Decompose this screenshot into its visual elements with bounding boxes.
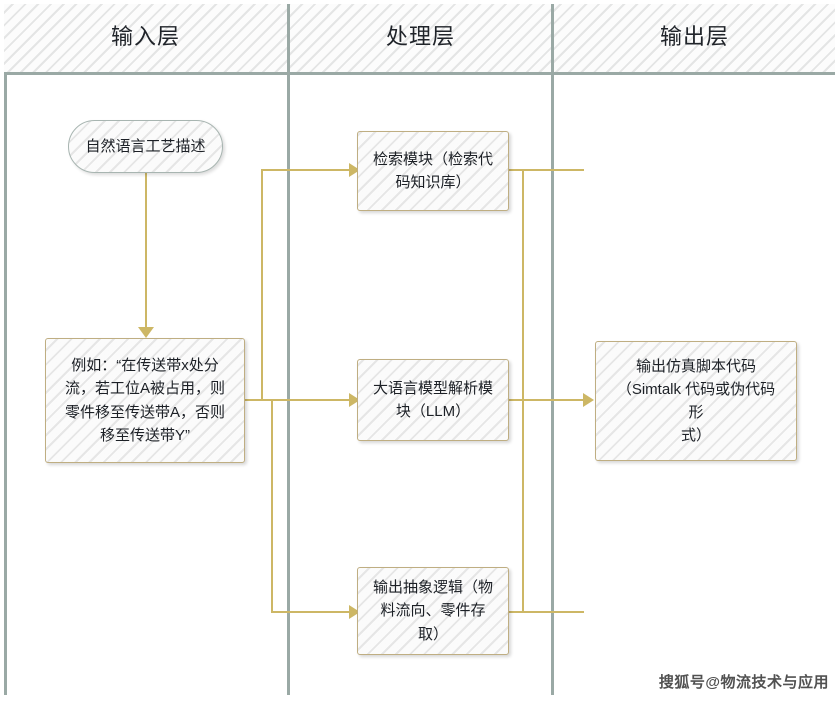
node-llm-module-label: 大语言模型解析模 块（LLM） (372, 379, 493, 420)
connector-abstract-logic-to-output-bus (509, 611, 584, 613)
connector-output-bus-riser-retrieval (522, 169, 524, 401)
lane-header-input: 输入层 (4, 4, 287, 75)
arrowhead-bus-to-abstract-logic (349, 605, 360, 619)
watermark: 搜狐号@物流技术与应用 (658, 674, 829, 691)
lane-title-process: 处理层 (385, 24, 455, 49)
arrowhead-bus-to-retrieval (349, 163, 360, 177)
connector-retrieval-to-output-bus (509, 169, 584, 171)
lane-title-input: 输入层 (110, 24, 180, 49)
lane-header-process: 处理层 (290, 4, 551, 75)
connector-bus-to-retrieval (261, 169, 360, 171)
node-start-label: 自然语言工艺描述 (85, 137, 206, 155)
lane-divider-process-output (551, 4, 554, 695)
lane-divider-input-process (287, 4, 290, 695)
node-abstract-logic-label: 输出抽象逻辑（物 料流向、零件存 取） (372, 579, 493, 643)
connector-output-bus-to-output-code (522, 399, 587, 401)
node-output-code[interactable]: 输出仿真脚本代码 （Simtalk 代码或伪代码形 式） (595, 341, 797, 461)
node-output-code-label: 输出仿真脚本代码 （Simtalk 代码或伪代码形 式） (616, 357, 776, 445)
arrowhead-output-bus-to-output-code (583, 393, 594, 407)
connector-bus-riser-retrieval (261, 169, 263, 401)
node-retrieval-module-label: 检索模块（检索代 码知识库） (372, 150, 493, 191)
connector-example-to-process-bus (245, 399, 360, 401)
connector-bus-to-abstract-logic (271, 611, 360, 613)
connector-bus-downer-abstract-logic (271, 399, 273, 613)
node-llm-module[interactable]: 大语言模型解析模 块（LLM） (357, 359, 509, 441)
arrowhead-bus-to-llm (349, 393, 360, 407)
lane-header-output: 输出层 (554, 4, 835, 75)
node-example[interactable]: 例如：“在传送带x处分 流，若工位A被占用，则 零件移至传送带A，否则 移至传送… (45, 338, 245, 463)
connector-output-bus-downer-abstract-logic (522, 399, 524, 613)
node-retrieval-module[interactable]: 检索模块（检索代 码知识库） (357, 131, 509, 211)
node-start[interactable]: 自然语言工艺描述 (68, 120, 223, 173)
node-abstract-logic[interactable]: 输出抽象逻辑（物 料流向、零件存 取） (357, 567, 509, 655)
arrowhead-start-to-example (138, 327, 154, 338)
lane-title-output: 输出层 (659, 24, 729, 49)
connector-start-to-example (145, 172, 147, 330)
node-example-label: 例如：“在传送带x处分 流，若工位A被占用，则 零件移至传送带A，否则 移至传送… (64, 357, 225, 444)
